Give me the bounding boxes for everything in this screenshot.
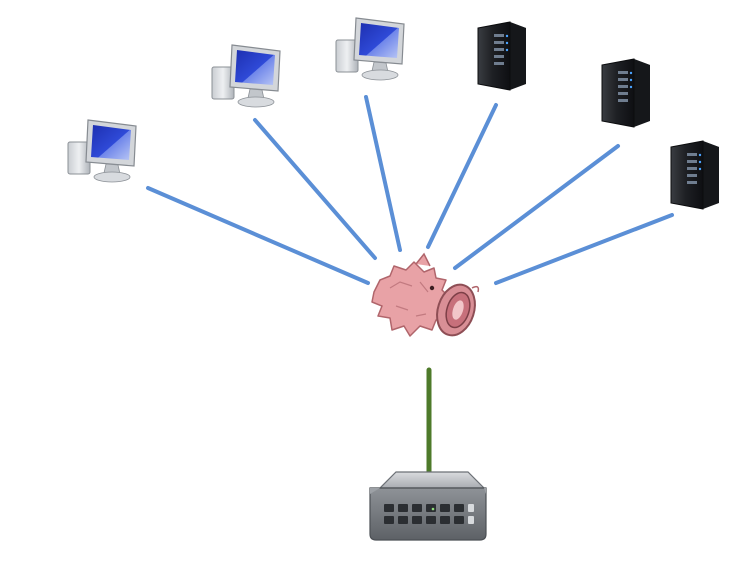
server-1[interactable] — [477, 21, 527, 91]
server-tower-icon — [477, 21, 527, 91]
hub[interactable] — [371, 252, 481, 340]
workstation-1[interactable] — [67, 119, 137, 183]
desktop-computer-icon — [67, 119, 137, 183]
edge-server-1-hub — [426, 103, 498, 249]
edge-workstation-1-hub — [146, 186, 370, 285]
pig-mascot-icon — [371, 252, 480, 337]
workstation-3[interactable] — [335, 17, 405, 81]
server-3[interactable] — [670, 140, 720, 210]
server-2[interactable] — [601, 58, 651, 128]
network-switch[interactable] — [369, 471, 487, 541]
edge-workstation-3-hub — [364, 95, 402, 252]
edge-workstation-2-hub — [253, 118, 377, 260]
desktop-computer-icon — [335, 17, 405, 81]
server-tower-icon — [670, 140, 720, 210]
edge-server-3-hub — [494, 213, 674, 285]
workstation-2[interactable] — [211, 44, 281, 108]
edge-server-2-hub — [453, 144, 620, 270]
server-tower-icon — [601, 58, 651, 128]
connection-lines — [146, 95, 674, 481]
network-switch-icon — [369, 471, 487, 541]
desktop-computer-icon — [211, 44, 281, 108]
